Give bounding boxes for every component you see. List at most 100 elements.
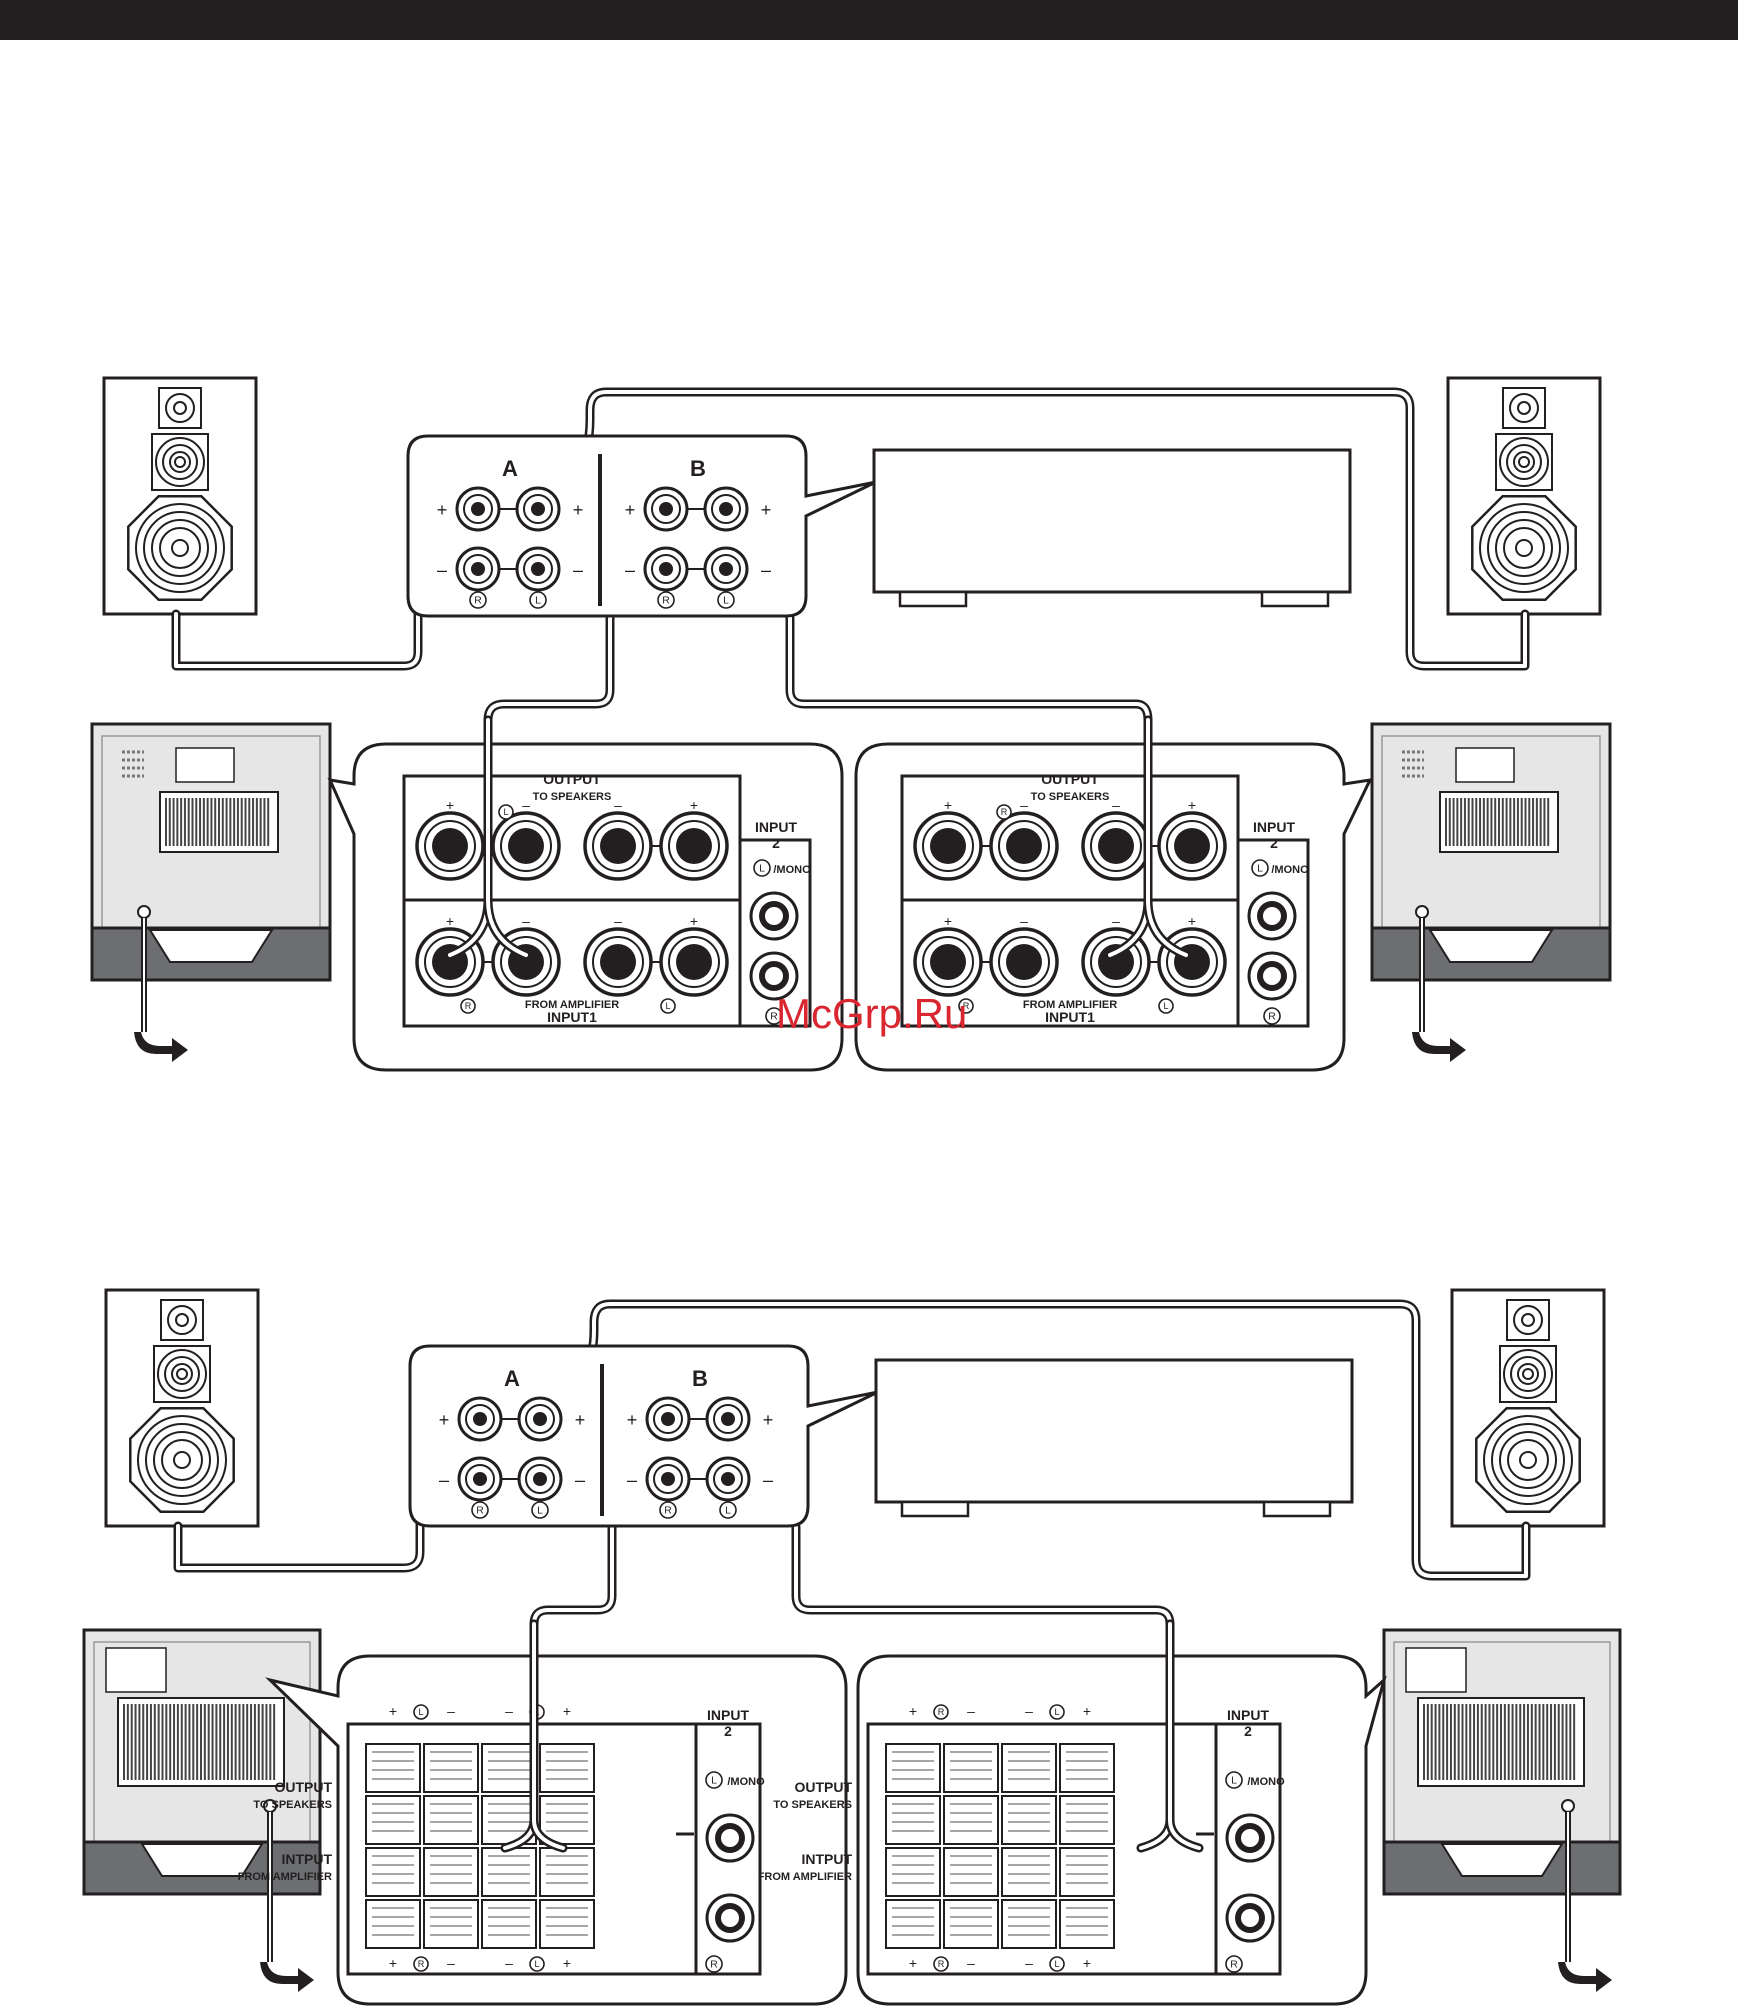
polarity-sign: – xyxy=(1025,1703,1033,1719)
subwoofer-unit xyxy=(1382,1628,1622,1896)
amplifier-unit xyxy=(874,1358,1354,1518)
amplifier-unit xyxy=(872,448,1352,608)
binding-post-center xyxy=(533,1472,547,1486)
binding-post-center xyxy=(721,1412,735,1426)
binding-post-center xyxy=(471,562,485,576)
channel-l-badge-letter: L xyxy=(723,596,729,607)
polarity-sign: – xyxy=(1112,797,1120,813)
speaker-post-center xyxy=(1006,944,1042,980)
input2-r-badge-letter: R xyxy=(1268,1012,1276,1023)
input-r-badge-ring xyxy=(933,1956,949,1972)
output-label: OUTPUT xyxy=(1041,771,1099,787)
to-speakers-label: TO SPEAKERS xyxy=(773,1799,852,1811)
tweeter-dome xyxy=(173,401,187,415)
minus-sign: – xyxy=(761,560,771,580)
binding-post-center xyxy=(659,502,673,516)
channel-l-badge-letter: L xyxy=(535,596,541,607)
plus-sign: + xyxy=(763,1410,774,1430)
spring-clip-cell xyxy=(1059,1743,1115,1793)
mid-ring xyxy=(174,456,186,468)
polarity-sign: – xyxy=(614,797,622,813)
channel-r-badge-letter: R xyxy=(664,1506,672,1517)
rca-jack-center xyxy=(1263,907,1281,925)
speaker-post-center xyxy=(930,944,966,980)
channel-r-badge-ring xyxy=(659,1501,677,1519)
polarity-sign: – xyxy=(614,913,622,929)
output-label: OUTPUT xyxy=(794,1779,852,1795)
input-l-badge-letter: L xyxy=(665,1001,670,1011)
input2-l-badge-ring xyxy=(753,859,771,877)
input-l-badge-letter: L xyxy=(1054,1959,1059,1969)
binding-post-center xyxy=(661,1472,675,1486)
amplifier-body xyxy=(874,1358,1354,1504)
speaker-wire-core xyxy=(1146,718,1188,957)
channel-l-badge-ring xyxy=(529,591,547,609)
woofer-ring xyxy=(171,539,189,557)
spring-clip-cell xyxy=(539,1847,595,1897)
polarity-sign: – xyxy=(505,1955,513,1971)
spring-clip-cell xyxy=(365,1743,421,1793)
polarity-sign: + xyxy=(1188,913,1196,929)
input2-l-badge-letter: L xyxy=(1257,864,1263,875)
spring-clip-cell xyxy=(1059,1899,1115,1949)
polarity-sign: – xyxy=(522,797,530,813)
binding-post-center xyxy=(473,1412,487,1426)
binding-post-center xyxy=(719,562,733,576)
polarity-sign: + xyxy=(1083,1955,1091,1971)
plus-sign: + xyxy=(575,1410,586,1430)
plus-sign: + xyxy=(627,1410,638,1430)
channel-r-badge-letter: R xyxy=(662,596,670,607)
amplifier-foot xyxy=(900,1500,970,1518)
speaker-post-center xyxy=(1006,828,1042,864)
spring-clip-cell xyxy=(885,1743,941,1793)
terminal-mini xyxy=(1455,747,1515,783)
power-arrow-icon xyxy=(260,1962,314,1992)
polarity-sign: – xyxy=(1020,797,1028,813)
spring-clip-cell xyxy=(885,1847,941,1897)
spring-clip-cell xyxy=(943,1847,999,1897)
polarity-sign: + xyxy=(563,1955,571,1971)
spring-clip-cell xyxy=(539,1743,595,1793)
woofer-ring xyxy=(1515,539,1533,557)
speaker-wire-core xyxy=(1168,1622,1201,1850)
input2-number: 2 xyxy=(1244,1723,1252,1739)
binding-post-center xyxy=(473,1472,487,1486)
channel-l-badge-ring xyxy=(531,1501,549,1519)
spring-clip-cell xyxy=(1001,1795,1057,1845)
speaker-icon xyxy=(104,1288,260,1528)
input-r-badge-letter: R xyxy=(418,1959,425,1969)
rca-jack-center xyxy=(1263,967,1281,985)
channel-r-badge-ring xyxy=(657,591,675,609)
speaker-post-center xyxy=(600,828,636,864)
polarity-sign: – xyxy=(505,1703,513,1719)
spring-clip-cell xyxy=(423,1847,479,1897)
speaker-post-center xyxy=(1174,828,1210,864)
bass-port xyxy=(140,1843,264,1877)
terminal-group-a-label: A xyxy=(504,1366,520,1391)
minus-sign: – xyxy=(625,560,635,580)
channel-r-badge-ring xyxy=(471,1501,489,1519)
output-channel-badge-ring xyxy=(498,804,514,820)
spring-clip-cell xyxy=(365,1795,421,1845)
spring-clip-cell xyxy=(1001,1847,1057,1897)
rca-jack-center xyxy=(765,907,783,925)
minus-sign: – xyxy=(763,1470,773,1490)
plus-sign: + xyxy=(573,500,584,520)
mono-label: /MONO xyxy=(773,864,811,876)
plus-sign: + xyxy=(439,1410,450,1430)
power-plug xyxy=(137,905,151,919)
input-l-badge-letter: L xyxy=(534,1959,539,1969)
output-channel-badge-letter: R xyxy=(938,1707,945,1717)
output-label: OUTPUT xyxy=(274,1779,332,1795)
to-speakers-label: TO SPEAKERS xyxy=(253,1799,332,1811)
amplifier-foot xyxy=(1260,590,1330,608)
input-l-badge-ring xyxy=(529,1956,545,1972)
binding-post-center xyxy=(531,562,545,576)
speaker-post-center xyxy=(676,944,712,980)
